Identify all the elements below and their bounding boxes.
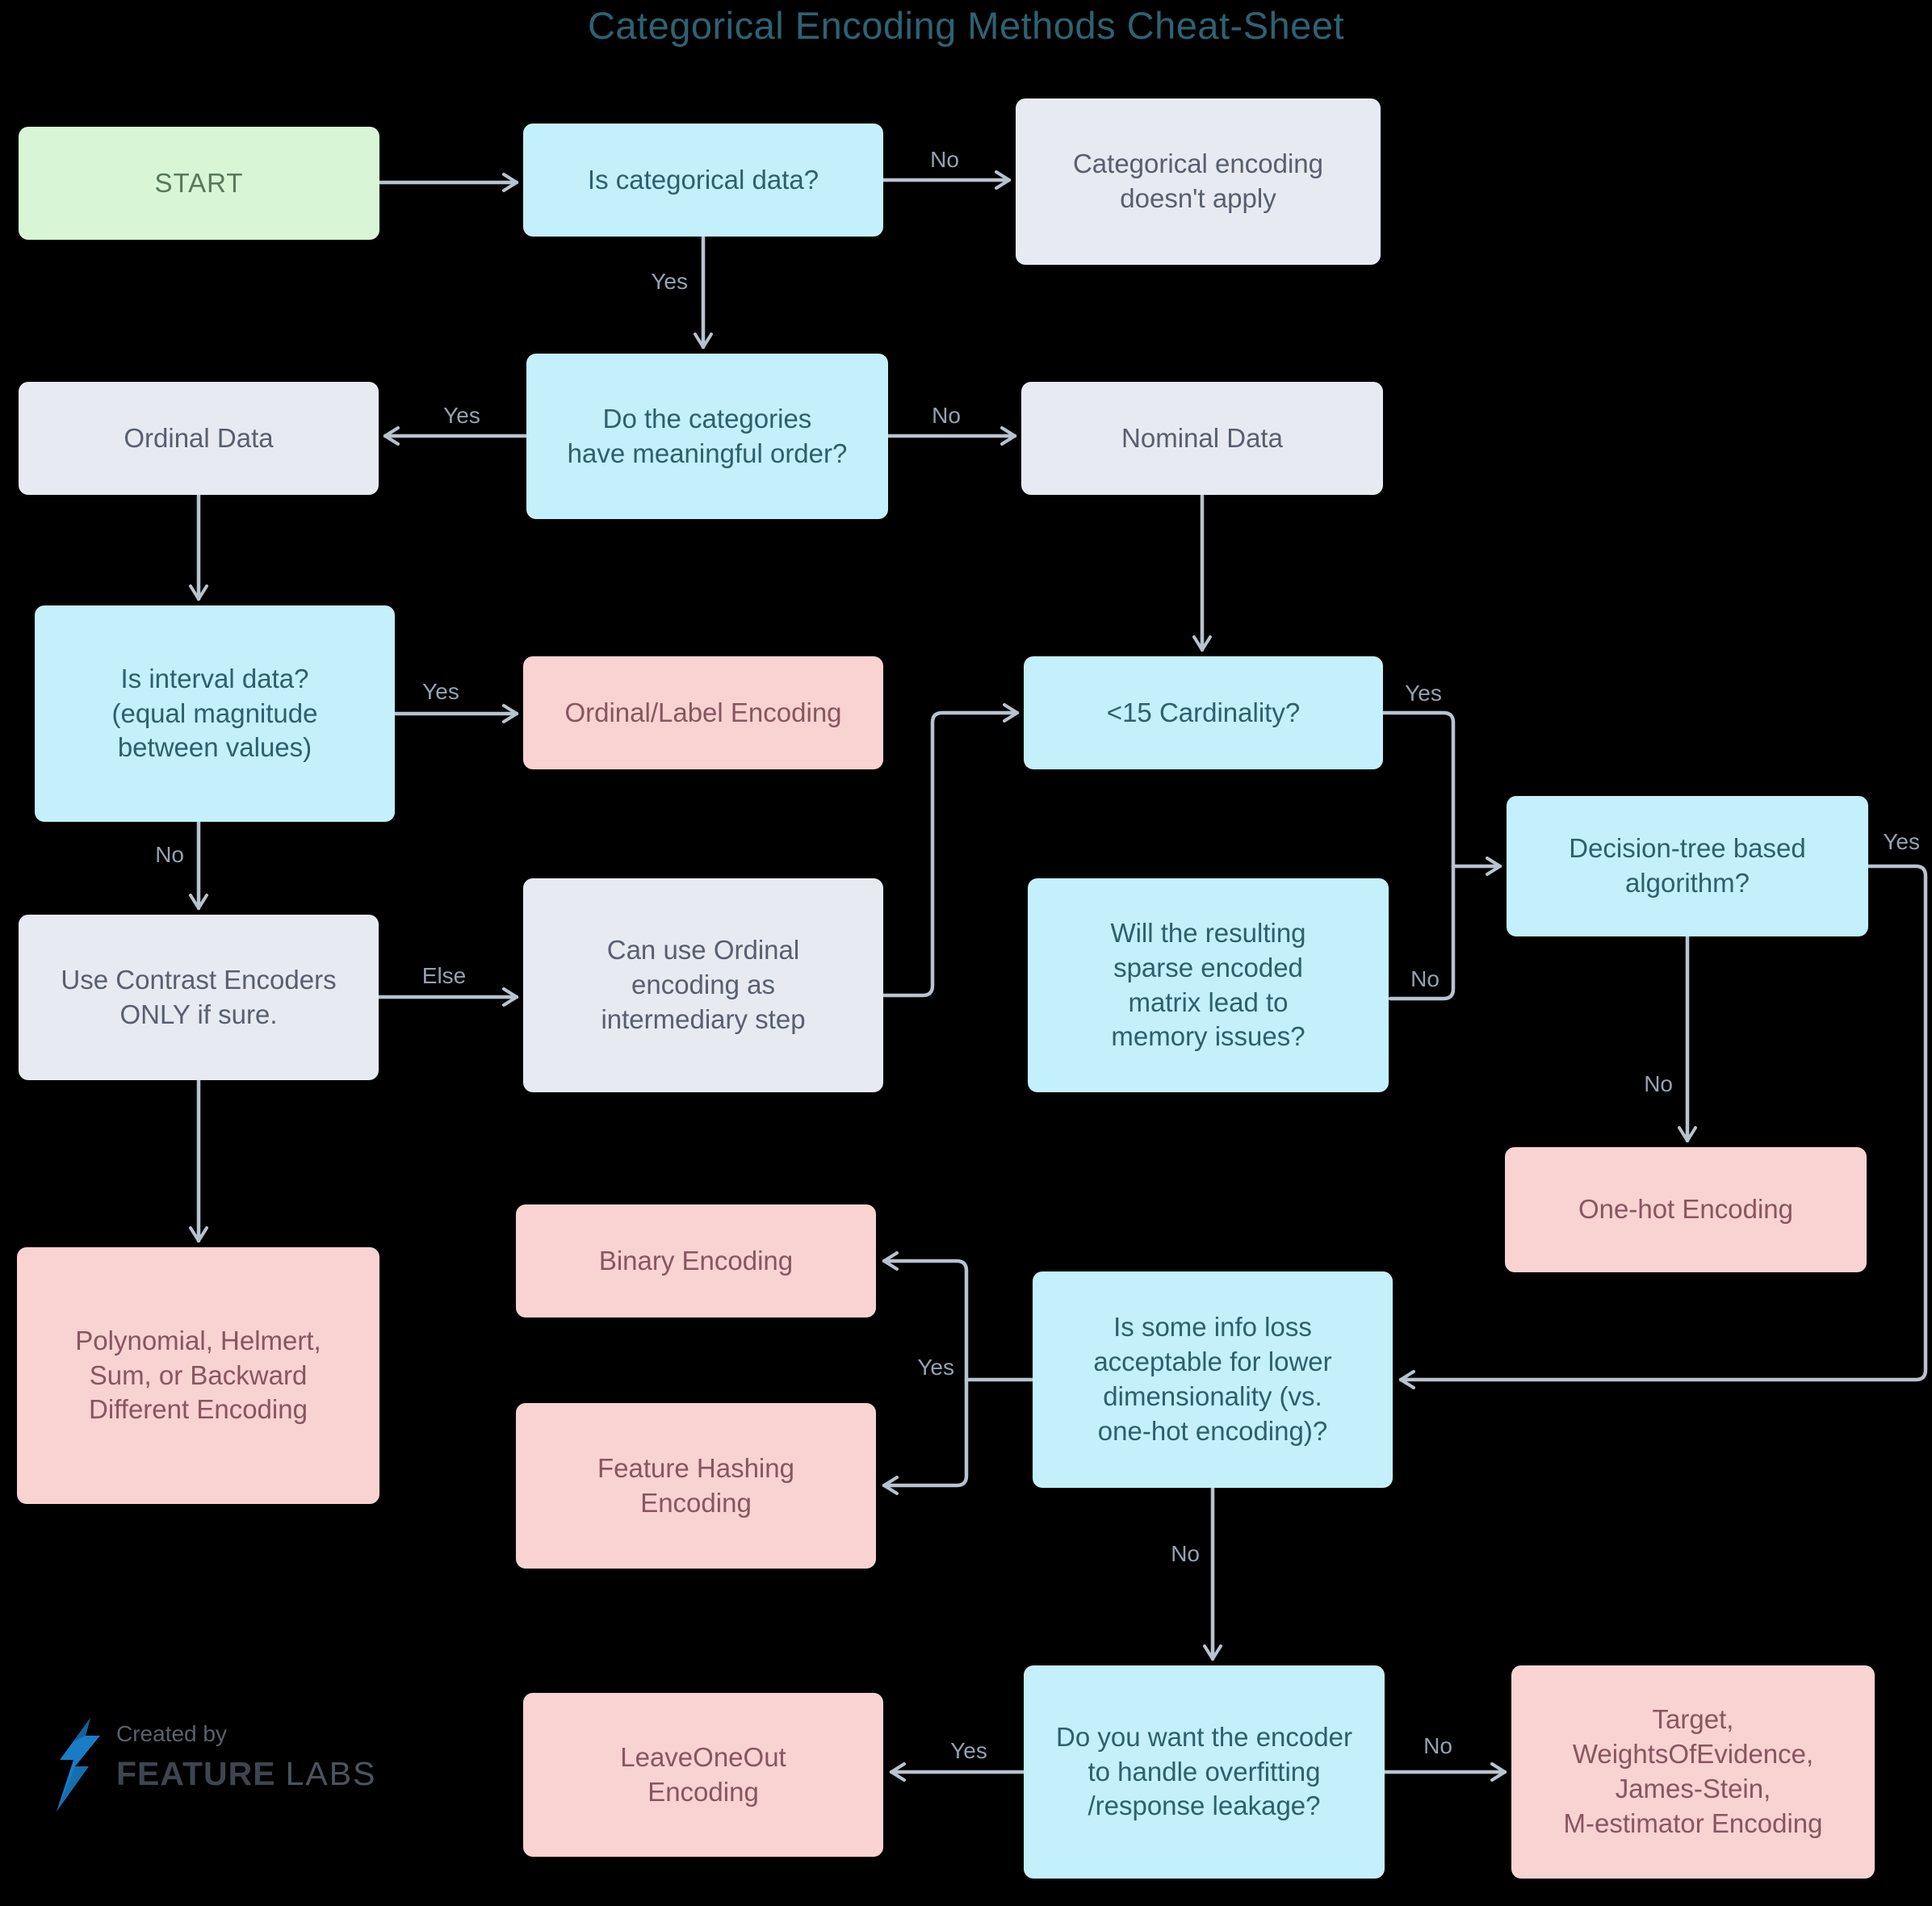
brand-labs: LABS	[285, 1755, 377, 1792]
node-leaveoneout-label: LeaveOneOut Encoding	[620, 1741, 786, 1807]
node-sparse-matrix: Will the resulting sparse encoded matrix…	[1028, 878, 1389, 1092]
edge-overfit-no-label: No	[1423, 1733, 1452, 1758]
node-polynomial-encoding-label: Polynomial, Helmert, Sum, or Backward Di…	[75, 1325, 321, 1425]
node-decision-tree-label: Decision-tree based algorithm?	[1569, 833, 1806, 898]
node-target-encoding-label: Target, WeightsOfEvidence, James-Stein, …	[1563, 1704, 1823, 1838]
created-by-text: Created by	[116, 1721, 227, 1746]
node-decision-tree: Decision-tree based algorithm?	[1507, 796, 1868, 936]
node-start: START	[19, 127, 379, 240]
node-binary-encoding: Binary Encoding	[516, 1204, 876, 1317]
edge-order-no-label: No	[932, 403, 961, 428]
edge-decisiontree-no-label: No	[1644, 1071, 1673, 1096]
node-is-categorical-label: Is categorical data?	[587, 164, 819, 195]
node-one-hot-encoding: One-hot Encoding	[1505, 1147, 1867, 1272]
diagram-title: Categorical Encoding Methods Cheat-Sheet	[587, 4, 1345, 47]
node-is-interval-label: Is interval data? (equal magnitude betwe…	[111, 663, 318, 763]
node-feature-hashing: Feature Hashing Encoding	[516, 1403, 876, 1569]
edge-infoloss-yes-hashing	[882, 1377, 969, 1495]
node-ordinal-data: Ordinal Data	[19, 382, 379, 495]
edge-cardinality-yes-sparse-no-rail-label: Yes	[1405, 681, 1442, 706]
node-cardinality: <15 Cardinality?	[1024, 656, 1383, 769]
edge-contrast-else-label: Else	[422, 963, 466, 988]
edge-rail-to-decisiontree-label: No	[1410, 966, 1440, 991]
node-ordinal-data-label: Ordinal Data	[124, 422, 274, 453]
node-handle-overfitting-label: Do you want the encoder to handle overfi…	[1056, 1721, 1352, 1821]
node-feature-hashing-label: Feature Hashing Encoding	[597, 1452, 794, 1518]
node-contrast-encoders-label: Use Contrast Encoders ONLY if sure.	[61, 964, 337, 1029]
edge-order-yes-label: Yes	[443, 403, 480, 428]
edge-decisiontree-yes-label: Yes	[1883, 829, 1920, 854]
node-cardinality-label: <15 Cardinality?	[1106, 697, 1301, 727]
feature-labs-logo-icon	[57, 1718, 100, 1812]
node-target-encoding: Target, WeightsOfEvidence, James-Stein, …	[1511, 1665, 1875, 1879]
edge-interval-no-label: No	[155, 842, 184, 867]
node-doesnt-apply: Categorical encoding doesn't apply	[1016, 98, 1381, 265]
edge-canordinal-to-cardinality	[881, 703, 1020, 998]
node-start-label: START	[154, 167, 244, 198]
node-nominal-data: Nominal Data	[1021, 382, 1383, 495]
node-is-interval: Is interval data? (equal magnitude betwe…	[35, 605, 395, 822]
node-sparse-matrix-label: Will the resulting sparse encoded matrix…	[1110, 917, 1306, 1052]
edge-infoloss-no-label: No	[1171, 1541, 1200, 1566]
edge-overfit-yes-label: Yes	[950, 1738, 987, 1763]
node-handle-overfitting: Do you want the encoder to handle overfi…	[1024, 1665, 1385, 1879]
node-can-use-ordinal-label: Can use Ordinal encoding as intermediary…	[601, 935, 806, 1034]
edge-decisiontree-yes	[1398, 864, 1928, 1389]
node-ordinal-label-encoding: Ordinal/Label Encoding	[523, 656, 883, 769]
edge-iscategorical-yes-label: Yes	[651, 269, 688, 294]
edge-infoloss-yes-stem-label: Yes	[917, 1355, 954, 1380]
node-info-loss: Is some info loss acceptable for lower d…	[1033, 1271, 1393, 1488]
node-info-loss-label: Is some info loss acceptable for lower d…	[1093, 1312, 1332, 1446]
node-contrast-encoders: Use Contrast Encoders ONLY if sure.	[19, 915, 379, 1080]
edge-cardinality-yes-sparse-no-rail	[1381, 710, 1456, 1001]
node-polynomial-encoding: Polynomial, Helmert, Sum, or Backward Di…	[17, 1247, 379, 1504]
node-is-categorical: Is categorical data?	[523, 124, 883, 237]
node-one-hot-encoding-label: One-hot Encoding	[1578, 1194, 1793, 1225]
edge-interval-yes-label: Yes	[422, 679, 459, 704]
brand-feature: FEATURE	[116, 1755, 276, 1792]
node-leaveoneout: LeaveOneOut Encoding	[523, 1693, 883, 1857]
node-doesnt-apply-label: Categorical encoding doesn't apply	[1072, 149, 1324, 213]
node-can-use-ordinal: Can use Ordinal encoding as intermediary…	[523, 878, 883, 1092]
node-meaningful-order: Do the categories have meaningful order?	[526, 354, 888, 519]
edge-infoloss-yes-binary	[882, 1251, 969, 1382]
node-meaningful-order-label: Do the categories have meaningful order?	[567, 403, 848, 468]
node-nominal-data-label: Nominal Data	[1121, 422, 1283, 453]
edge-iscategorical-no-label: No	[930, 147, 959, 172]
node-binary-encoding-label: Binary Encoding	[598, 1245, 794, 1276]
node-ordinal-label-encoding-label: Ordinal/Label Encoding	[564, 697, 842, 727]
